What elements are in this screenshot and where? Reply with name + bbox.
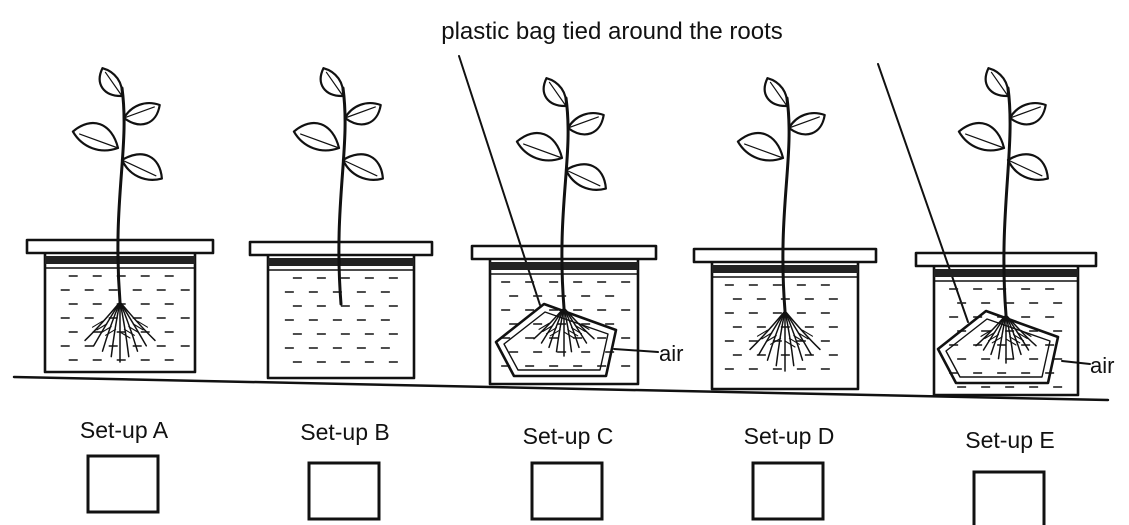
setups-layer: Set-up A Set-up B Set-up C Set-up D Set-up E [27, 64, 1096, 525]
leaf [314, 64, 348, 102]
stem [562, 98, 568, 308]
lid [694, 249, 876, 262]
stem [783, 98, 789, 311]
oil-layer [712, 265, 858, 273]
leaf [1008, 98, 1051, 130]
leaf [343, 98, 386, 130]
setup-a: Set-up A [27, 64, 213, 512]
setup-caption: Set-up D [744, 423, 835, 449]
setup-caption: Set-up E [965, 427, 1055, 453]
lid [27, 240, 213, 253]
roots [750, 311, 820, 371]
oil-layer [45, 256, 195, 264]
oil-layer [934, 269, 1078, 277]
leaf [514, 126, 568, 166]
lid [250, 242, 432, 255]
oil-layer [268, 258, 414, 266]
setup-caption: Set-up B [300, 419, 390, 445]
setup-d: Set-up D [694, 74, 876, 519]
leaf [119, 147, 169, 187]
leaf [758, 74, 792, 112]
leaf [70, 116, 124, 156]
air-label-e: air [1090, 353, 1114, 378]
leaf [956, 116, 1010, 156]
leaf [93, 64, 127, 102]
air-annotation-e: air [1062, 353, 1114, 378]
stem [118, 88, 124, 302]
leaf [1005, 147, 1055, 187]
leaf [566, 108, 609, 140]
setup-caption: Set-up C [523, 423, 614, 449]
air-annotation-c: air [614, 341, 683, 366]
leaf [787, 108, 830, 140]
answer-checkbox[interactable] [974, 472, 1044, 525]
answer-checkbox[interactable] [309, 463, 379, 519]
oil-layer [490, 262, 638, 270]
leaf [340, 147, 390, 187]
lid [916, 253, 1096, 266]
lid [472, 246, 656, 259]
water [61, 276, 190, 360]
stem [339, 88, 345, 304]
plastic-bag-label: plastic bag tied around the roots [441, 18, 783, 45]
setup-caption: Set-up A [80, 417, 169, 443]
leaf [122, 98, 165, 130]
answer-checkbox[interactable] [532, 463, 602, 519]
roots [976, 315, 1036, 363]
leaf [735, 126, 789, 166]
leaf [537, 74, 571, 112]
setup-e: Set-up E [916, 64, 1096, 525]
setup-b: Set-up B [250, 64, 432, 519]
bench-line [14, 377, 1108, 400]
answer-checkbox[interactable] [753, 463, 823, 519]
leader-line-e [878, 64, 968, 322]
answer-checkbox[interactable] [88, 456, 158, 512]
setup-c: Set-up C [472, 74, 656, 519]
beaker [268, 256, 414, 378]
leaf [979, 64, 1013, 102]
leaf [563, 157, 613, 197]
roots [534, 308, 594, 356]
leaf [291, 116, 345, 156]
air-label-c: air [659, 341, 683, 366]
